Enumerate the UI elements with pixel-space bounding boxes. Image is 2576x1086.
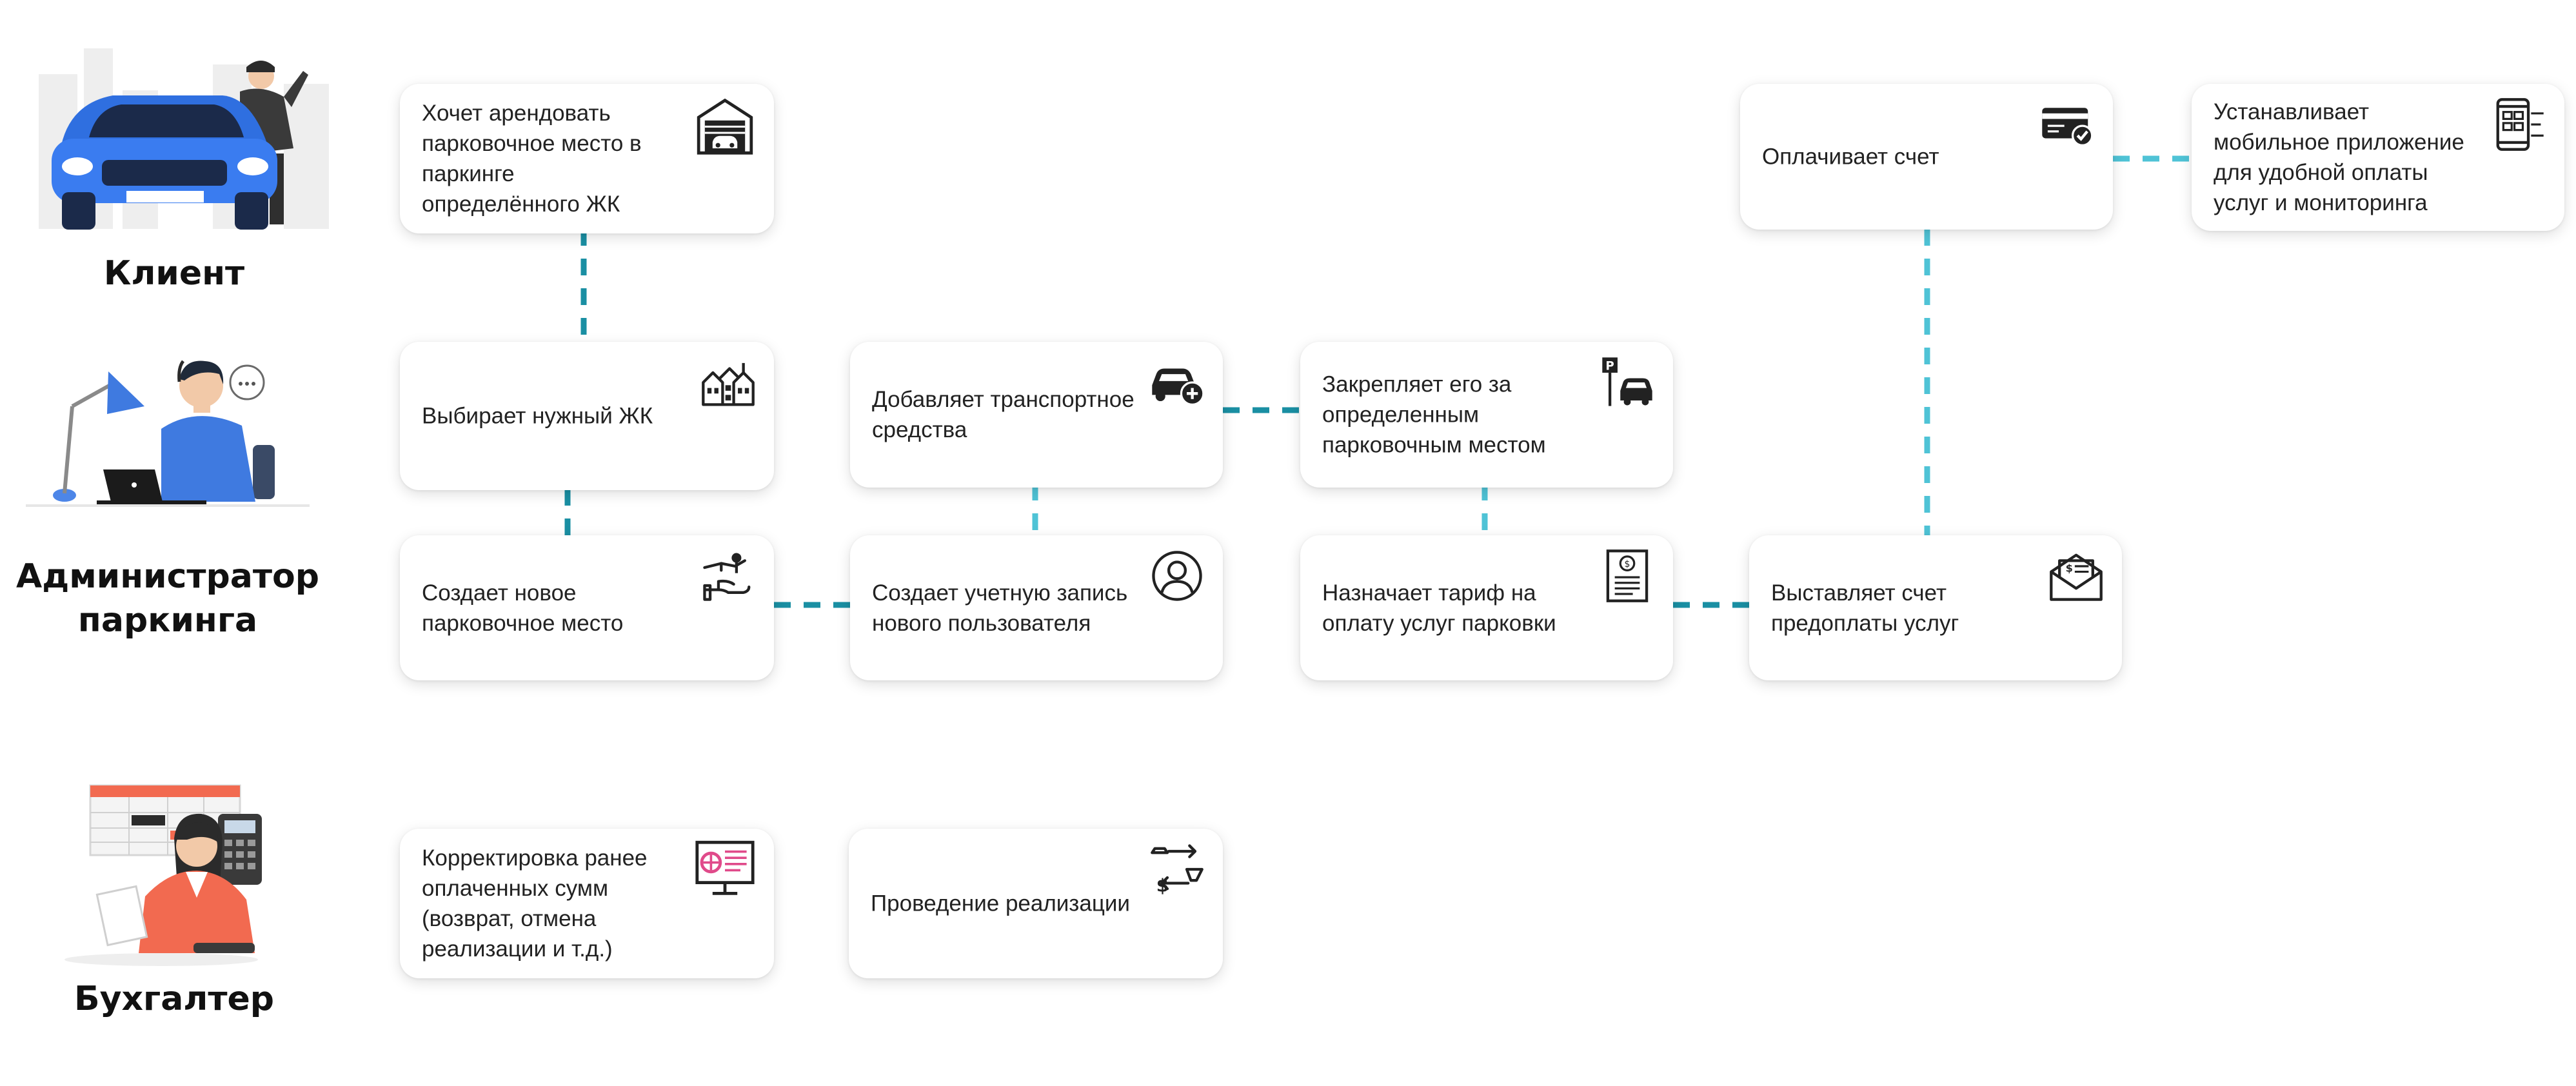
card-text: Проведение реализации [871,891,1130,916]
card-pays-invoice: Оплачивает счет [1740,84,2113,230]
card-text: Выставляет счет предоплаты услуг [1771,580,1959,636]
tariff-document-icon: $ [1606,549,1649,602]
car-add-icon [1152,368,1205,406]
svg-text:$: $ [2066,562,2073,575]
residential-complex-icon [702,362,755,406]
card-creates-parking-spot: Создает новое парковочное место [400,535,774,680]
user-account-icon [1152,551,1202,601]
card-issues-invoice: Выставляет счет предоплаты услуг $ [1749,535,2122,680]
mobile-app-icon [2496,98,2544,151]
accountant-illustration [64,784,262,966]
card-check-icon [2042,108,2094,146]
exchange-dollar-icon: $ [1151,844,1204,896]
monitor-correction-icon [695,840,755,895]
card-text: Корректировка ранее оплаченных сумм (воз… [422,845,648,962]
card-payment-correction: Корректировка ранее оплаченных сумм (воз… [400,829,774,978]
connectors [564,155,2192,608]
role-label-client: Клиент [103,254,245,293]
role-label-admin: Администратор паркинга [16,557,319,640]
svg-text:$: $ [1156,874,1169,896]
card-creates-user-account: Создает учетную запись нового пользовате… [850,535,1223,680]
card-wants-to-rent: Хочет арендовать парковочное место в пар… [400,84,774,233]
svg-text:$: $ [1625,559,1630,569]
garage-car-icon [697,98,753,155]
card-text: Добавляет транспортное средства [872,387,1134,442]
card-sets-tariff: Назначает тариф на оплату услуг парковки… [1300,535,1673,680]
card-assigns-spot: Закрепляет его за определенным парковочн… [1300,342,1673,488]
card-text: Хочет арендовать парковочное место в пар… [422,101,642,217]
card-installs-app: Устанавливает мобильное приложение для у… [2192,84,2564,231]
card-text: Создает новое парковочное место [422,580,624,636]
card-sale-posting: Проведение реализации $ [849,829,1223,978]
hand-key-icon [703,553,751,601]
role-label-accountant: Бухгалтер [74,980,275,1018]
card-text: Создает учетную запись нового пользовате… [872,580,1128,636]
client-illustration [39,48,329,230]
svg-text:P: P [1605,360,1614,373]
admin-illustration [26,360,310,507]
invoice-envelope-icon: $ [2050,553,2103,601]
card-text: Закрепляет его за определенным парковочн… [1322,371,1546,458]
parking-sign-car-icon: P [1602,357,1652,406]
card-selects-complex: Выбирает нужный ЖК [400,342,774,490]
card-text: Устанавливает мобильное приложение для у… [2214,99,2464,215]
card-adds-vehicle: Добавляет транспортное средства [850,342,1223,488]
card-text: Выбирает нужный ЖК [422,403,653,429]
card-text: Оплачивает счет [1762,144,1939,170]
card-text: Назначает тариф на оплату услуг парковки [1322,580,1556,636]
